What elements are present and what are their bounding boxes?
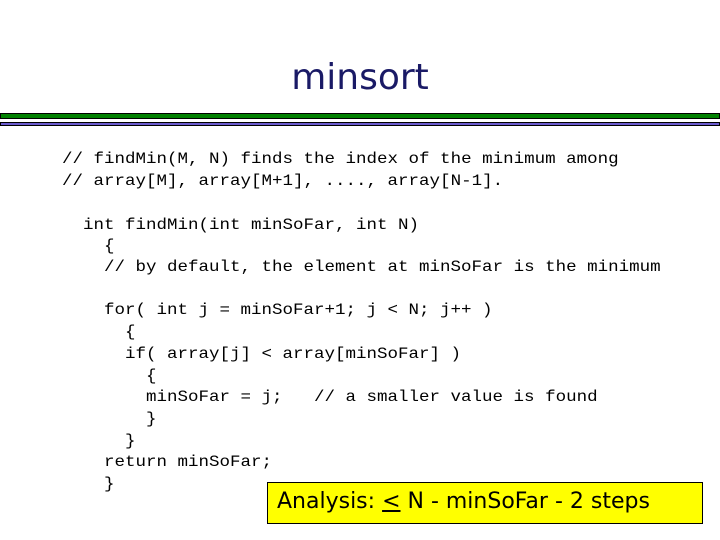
code-line: { [146,367,157,386]
divider-green [0,113,720,119]
analysis-text: Analysis: < N - minSoFar - 2 steps [277,489,650,514]
analysis-prefix: Analysis: [277,489,383,514]
code-line: for( int j = minSoFar+1; j < N; j++ ) [104,301,493,320]
code-line: } [104,475,115,494]
code-line: } [125,432,136,451]
divider-blue [0,122,720,126]
less-equal-symbol: < [382,489,401,514]
analysis-suffix: N - minSoFar - 2 steps [400,489,650,514]
code-line: int findMin(int minSoFar, int N) [83,216,420,235]
code-line: } [146,410,157,429]
code-line: { [104,237,115,256]
code-line: { [125,323,136,342]
code-line: return minSoFar; [104,453,273,472]
code-line: minSoFar = j; // a smaller value is foun… [146,388,598,407]
code-line: // array[M], array[M+1], ...., array[N-1… [62,172,504,191]
slide-title: minsort [291,57,429,98]
code-line: // by default, the element at minSoFar i… [104,258,661,277]
code-line: // findMin(M, N) finds the index of the … [62,150,619,169]
analysis-note: Analysis: < N - minSoFar - 2 steps [267,482,703,524]
code-line: if( array[j] < array[minSoFar] ) [125,345,462,364]
